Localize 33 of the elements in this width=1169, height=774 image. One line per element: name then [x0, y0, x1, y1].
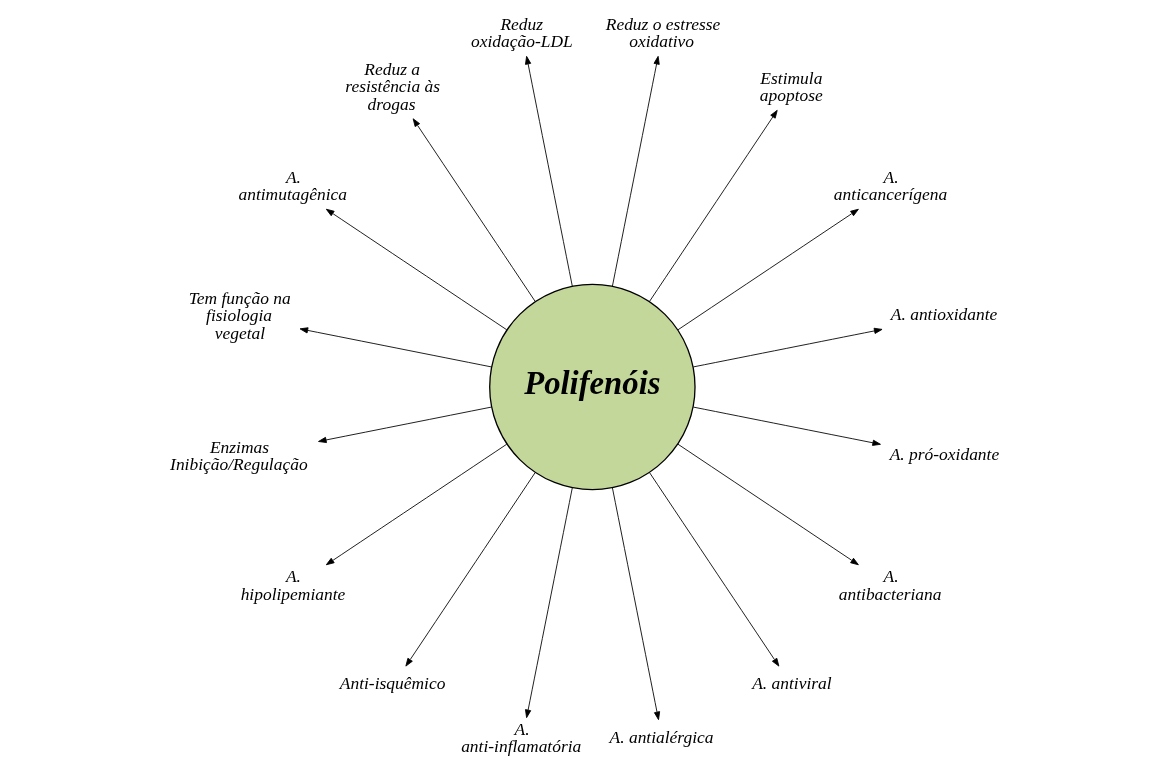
arrow [677, 443, 859, 566]
arrow [611, 55, 660, 287]
node-text: A. pró-oxidante [889, 444, 999, 465]
arrow [692, 327, 882, 368]
arrow [404, 472, 536, 667]
arrow [677, 208, 859, 331]
node-text: Tem função na fisiologia vegetal [188, 287, 291, 343]
node-text: Reduz oxidação-LDL [470, 13, 573, 52]
node-text: A. anticancerígena [833, 166, 947, 205]
arrow [648, 472, 779, 667]
node-text: Anti-isquêmico [339, 672, 445, 693]
node-text: A. antibacteriana [838, 566, 941, 604]
arrow [412, 118, 536, 302]
node-text: Reduz a resistência às drogas [344, 58, 440, 114]
arrow [317, 406, 492, 444]
arrow [524, 55, 573, 287]
node-circle: Polifenóis [488, 283, 696, 491]
arrow [611, 487, 660, 721]
node-text: A. antiviral [751, 672, 832, 693]
node-text: Estimula apoptose [759, 67, 823, 106]
arrow [299, 327, 492, 368]
node-text: A. anti-inflamatória [460, 718, 581, 757]
node-text: Reduz o estresse oxidativo [605, 13, 720, 52]
arrow [325, 208, 507, 331]
node-text: Enzimas Inibição/Regulação [169, 436, 308, 474]
arrow [524, 487, 573, 719]
node-text: A. antimutagênica [237, 166, 347, 205]
node-text: A. hipolipemiante [240, 566, 345, 604]
arrow [325, 443, 507, 566]
node-text: A. antioxidante [890, 303, 997, 324]
arrow [648, 109, 778, 302]
arrow [692, 406, 881, 446]
node-text: A. antialérgica [609, 726, 714, 747]
